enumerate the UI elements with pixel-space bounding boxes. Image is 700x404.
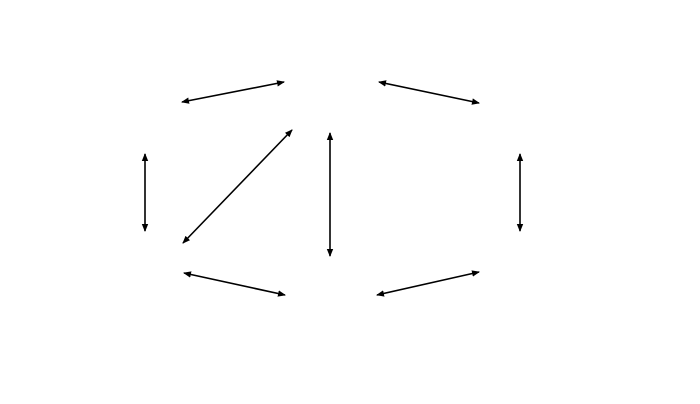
link-top-center-top-right xyxy=(378,80,480,105)
link-bottom-center-bottom-right xyxy=(376,270,480,297)
link-bottom-left-bottom-center xyxy=(183,271,286,297)
links xyxy=(141,80,524,297)
link-top-left-top-center xyxy=(181,80,285,104)
link-top-center-bottom-left xyxy=(182,129,293,244)
